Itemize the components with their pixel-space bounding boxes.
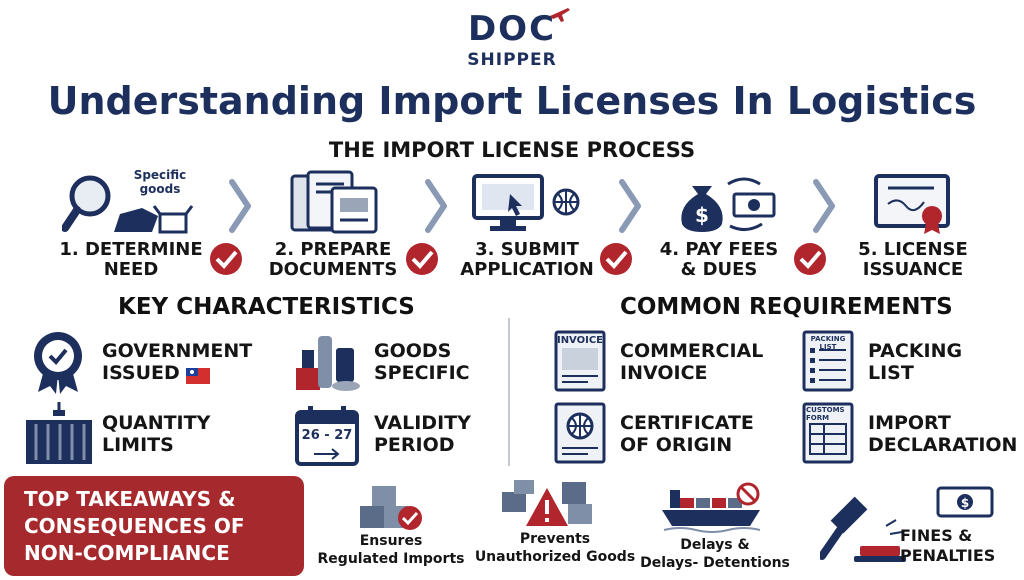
calendar-icon [295, 406, 359, 466]
item-line1: CERTIFICATE [620, 412, 754, 434]
svg-text:$: $ [961, 496, 969, 510]
item-line2: PERIOD [374, 434, 455, 456]
takeaway-line2: Regulated Imports [317, 551, 465, 567]
step-2-label: 2. PREPARE DOCUMENTS [258, 240, 408, 280]
validity-period-label: VALIDITY PERIOD [374, 412, 471, 456]
container-icon [26, 402, 92, 464]
item-line2: LIMITS [102, 434, 174, 456]
logo-line1: DOC [467, 9, 557, 49]
item-line2: SPECIFIC [374, 362, 470, 384]
takeaways-banner: TOP TAKEAWAYS & CONSEQUENCES OF NON-COMP… [4, 476, 304, 576]
chevron-right-icon [425, 179, 447, 233]
checkmark-icon [600, 243, 632, 275]
banner-line1: TOP TAKEAWAYS & [24, 487, 236, 511]
takeaway-line2: PENALTIES [900, 546, 996, 565]
warning-boxes-icon [502, 480, 592, 526]
item-line1: IMPORT [868, 412, 951, 434]
calendar-dates: 26 - 27 [301, 428, 353, 443]
chevron-right-icon [813, 179, 835, 233]
packing-list-doc-text: PACKING LIST [810, 335, 846, 351]
customs-form-icon [802, 402, 854, 464]
svg-text:$: $ [695, 203, 709, 227]
takeaway-line2: Delays- Detentions [640, 555, 790, 571]
checkmark-icon [794, 243, 826, 275]
boxes-check-icon [360, 486, 422, 530]
step-label-line2: NEED [103, 259, 159, 280]
item-line1: COMMERCIAL [620, 340, 764, 362]
common-requirements-heading: COMMON REQUIREMENTS [620, 294, 953, 320]
ensures-regulated-label: Ensures Regulated Imports [316, 532, 466, 568]
government-issued-label: GOVERNMENT ISSUED [102, 340, 252, 384]
step-label-line1: 5. LICENSE [858, 239, 968, 260]
prevents-unauthorized-label: Prevents Unauthorized Goods [470, 530, 640, 566]
customs-form-doc-text: CUSTOMS FORM [806, 406, 845, 422]
item-line2: LIST [868, 362, 914, 384]
takeaway-line1: FINES & [900, 526, 973, 545]
step-4-label: 4. PAY FEES & DUES [644, 240, 794, 280]
chevron-right-icon [619, 179, 641, 233]
certificate-origin-icon [554, 402, 606, 464]
step-label-line1: 3. SUBMIT [475, 239, 579, 260]
step-3-label: 3. SUBMIT APPLICATION [452, 240, 602, 280]
quantity-limits-label: QUANTITY LIMITS [102, 412, 210, 456]
step-5-label: 5. LICENSE ISSUANCE [838, 240, 988, 280]
badge-icon [34, 332, 82, 394]
logo-subtitle: SHIPPER [0, 50, 1024, 70]
commercial-invoice-label: COMMERCIAL INVOICE [620, 340, 763, 384]
certificate-of-origin-label: CERTIFICATE OF ORIGIN [620, 412, 754, 456]
airplane-icon [550, 8, 570, 22]
section-divider [508, 318, 510, 466]
item-line1: QUANTITY [102, 412, 211, 434]
takeaway-line2: Unauthorized Goods [474, 549, 636, 565]
step-label-line1: 4. PAY FEES [659, 239, 779, 260]
item-line2: DECLARATION [868, 434, 1018, 456]
logo-wordmark: DOC [0, 12, 1024, 46]
fines-penalties-label: FINES & PENALTIES [900, 526, 1024, 566]
step-label-line2: & DUES [680, 259, 758, 280]
checkmark-icon [210, 243, 242, 275]
packing-list-icon [802, 330, 854, 392]
takeaway-line1: Delays & [680, 537, 750, 553]
logo-line2: SHIPPER [467, 50, 557, 70]
magnifier-boxes-icon [62, 175, 194, 234]
documents-icon [290, 170, 378, 234]
key-characteristics-heading: KEY CHARACTERISTICS [118, 294, 415, 320]
process-heading: THE IMPORT LICENSE PROCESS [328, 138, 696, 162]
item-line1: PACKING [868, 340, 963, 362]
specific-goods-caption: Specific goods [133, 168, 187, 196]
step-label-line2: ISSUANCE [862, 259, 964, 280]
item-line2: OF ORIGIN [620, 434, 733, 456]
page-title: Understanding Import Licenses In Logisti… [47, 79, 977, 123]
step-label-line2: APPLICATION [460, 259, 594, 280]
invoice-doc-text: INVOICE [556, 335, 604, 346]
step-1-label: 1. DETERMINE NEED [56, 240, 206, 280]
flag-icon [186, 368, 210, 384]
item-line1: GOODS [374, 340, 452, 362]
item-line2: INVOICE [620, 362, 708, 384]
takeaway-line1: Prevents [519, 531, 591, 547]
ship-blocked-icon [662, 482, 761, 533]
item-line1: VALIDITY [374, 412, 471, 434]
gavel-money-icon: $ [820, 486, 994, 562]
checkmark-icon [406, 243, 438, 275]
step-label-line1: 1. DETERMINE [59, 239, 203, 260]
banner-line2: CONSEQUENCES OF [24, 514, 245, 538]
item-line1: GOVERNMENT [102, 340, 253, 362]
money-bag-icon: $ [681, 177, 776, 232]
item-line2: ISSUED [102, 362, 180, 384]
import-declaration-label: IMPORT DECLARATION [868, 412, 1017, 456]
delays-detentions-label: Delays & Delays- Detentions [640, 536, 790, 572]
goods-specific-label: GOODS SPECIFIC [374, 340, 470, 384]
packing-list-label: PACKING LIST [868, 340, 962, 384]
certificate-icon [874, 174, 950, 234]
takeaway-line1: Ensures [359, 533, 423, 549]
computer-globe-icon [472, 174, 580, 231]
step-label-line1: 2. PREPARE [274, 239, 392, 260]
step-label-line2: DOCUMENTS [268, 259, 398, 280]
goods-icon [296, 336, 360, 391]
chevron-right-icon [229, 179, 251, 233]
invoice-icon [554, 330, 606, 392]
banner-line3: NON-COMPLIANCE [24, 541, 230, 565]
